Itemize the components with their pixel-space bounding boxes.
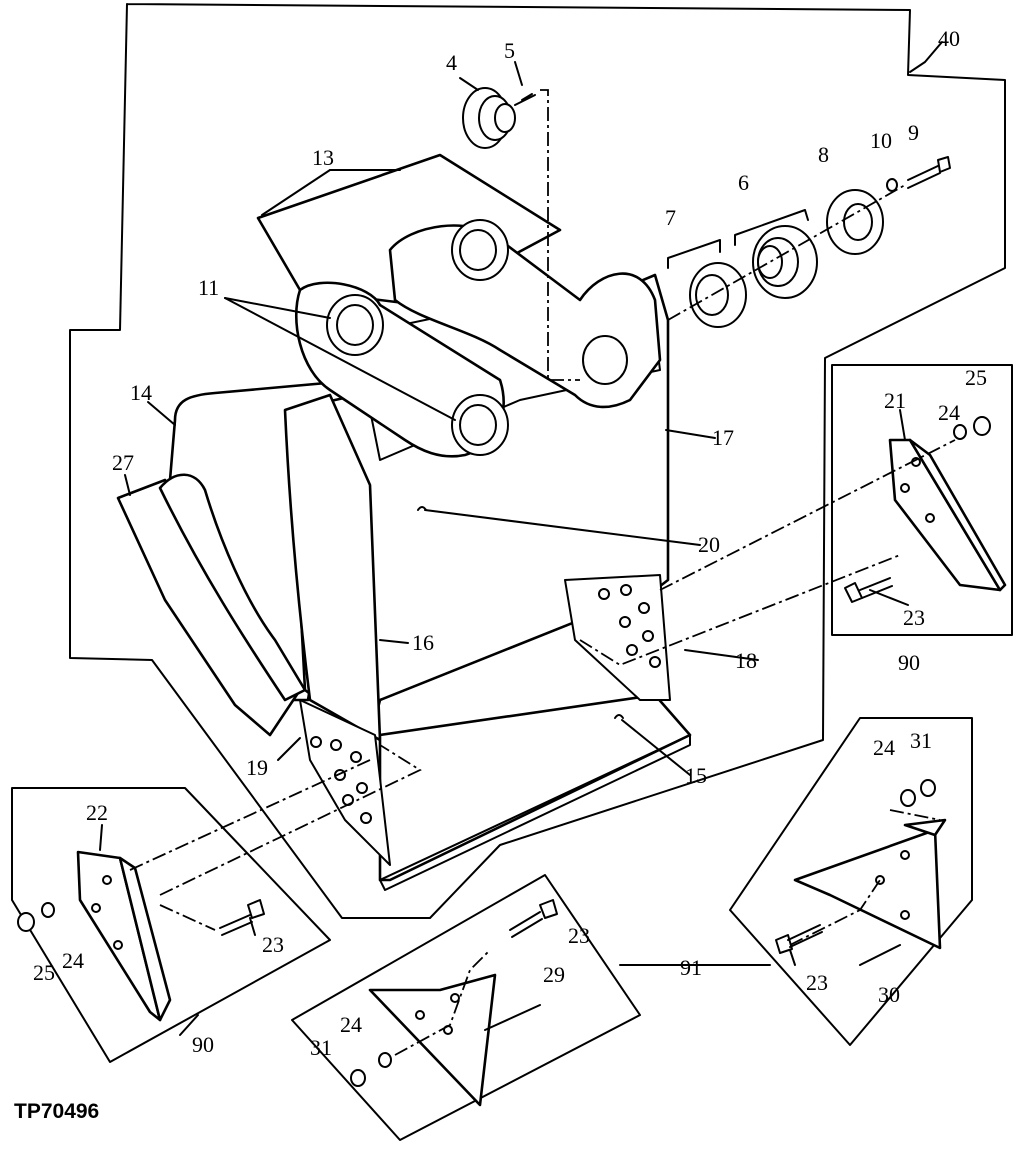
callout: 21 bbox=[884, 388, 906, 413]
callout: 90 bbox=[192, 1032, 214, 1057]
callout: 13 bbox=[312, 145, 334, 170]
callout: 22 bbox=[86, 800, 108, 825]
callout: 29 bbox=[543, 962, 565, 987]
callout: 18 bbox=[735, 648, 757, 673]
callout: 20 bbox=[698, 532, 720, 557]
corner-kit-right bbox=[729, 717, 973, 1046]
callout: 91 bbox=[680, 955, 702, 980]
callout: 17 bbox=[712, 425, 734, 450]
callout: 10 bbox=[870, 128, 892, 153]
callout: 24 bbox=[873, 735, 895, 760]
callout: 24 bbox=[340, 1012, 362, 1037]
callout: 23 bbox=[903, 605, 925, 630]
callout: 40 bbox=[938, 26, 960, 51]
callout: 11 bbox=[198, 275, 219, 300]
callout: 31 bbox=[310, 1035, 332, 1060]
bucket-body bbox=[116, 153, 692, 891]
pin-hardware bbox=[462, 87, 951, 381]
callout: 25 bbox=[965, 365, 987, 390]
callout: 5 bbox=[504, 38, 515, 63]
callout: 27 bbox=[112, 450, 134, 475]
corner-kit-left bbox=[291, 874, 641, 1141]
callout: 16 bbox=[412, 630, 434, 655]
callout: 24 bbox=[62, 948, 84, 973]
callout: 25 bbox=[33, 960, 55, 985]
callout: 4 bbox=[446, 50, 457, 75]
callout: 6 bbox=[738, 170, 749, 195]
callout: 23 bbox=[806, 970, 828, 995]
callout: 8 bbox=[818, 142, 829, 167]
callout: 23 bbox=[568, 923, 590, 948]
side-cutter-kit-right bbox=[579, 364, 1013, 667]
callout: 7 bbox=[665, 205, 676, 230]
callout: 9 bbox=[908, 120, 919, 145]
callout: 23 bbox=[262, 932, 284, 957]
callout: 24 bbox=[938, 400, 960, 425]
side-cutter-kit-left bbox=[11, 744, 422, 1063]
callout: 31 bbox=[910, 728, 932, 753]
callout: 14 bbox=[130, 380, 152, 405]
callout: 90 bbox=[898, 650, 920, 675]
group-boundary-40 bbox=[69, 3, 1006, 919]
callout: 15 bbox=[685, 763, 707, 788]
callout-labels: 4 5 40 13 9 10 8 6 7 11 14 17 27 21 24 2… bbox=[33, 26, 987, 1060]
callout: 19 bbox=[246, 755, 268, 780]
callout: 30 bbox=[878, 982, 900, 1007]
drawing-code: TP70496 bbox=[14, 1100, 99, 1123]
leader-lines bbox=[99, 41, 943, 1036]
